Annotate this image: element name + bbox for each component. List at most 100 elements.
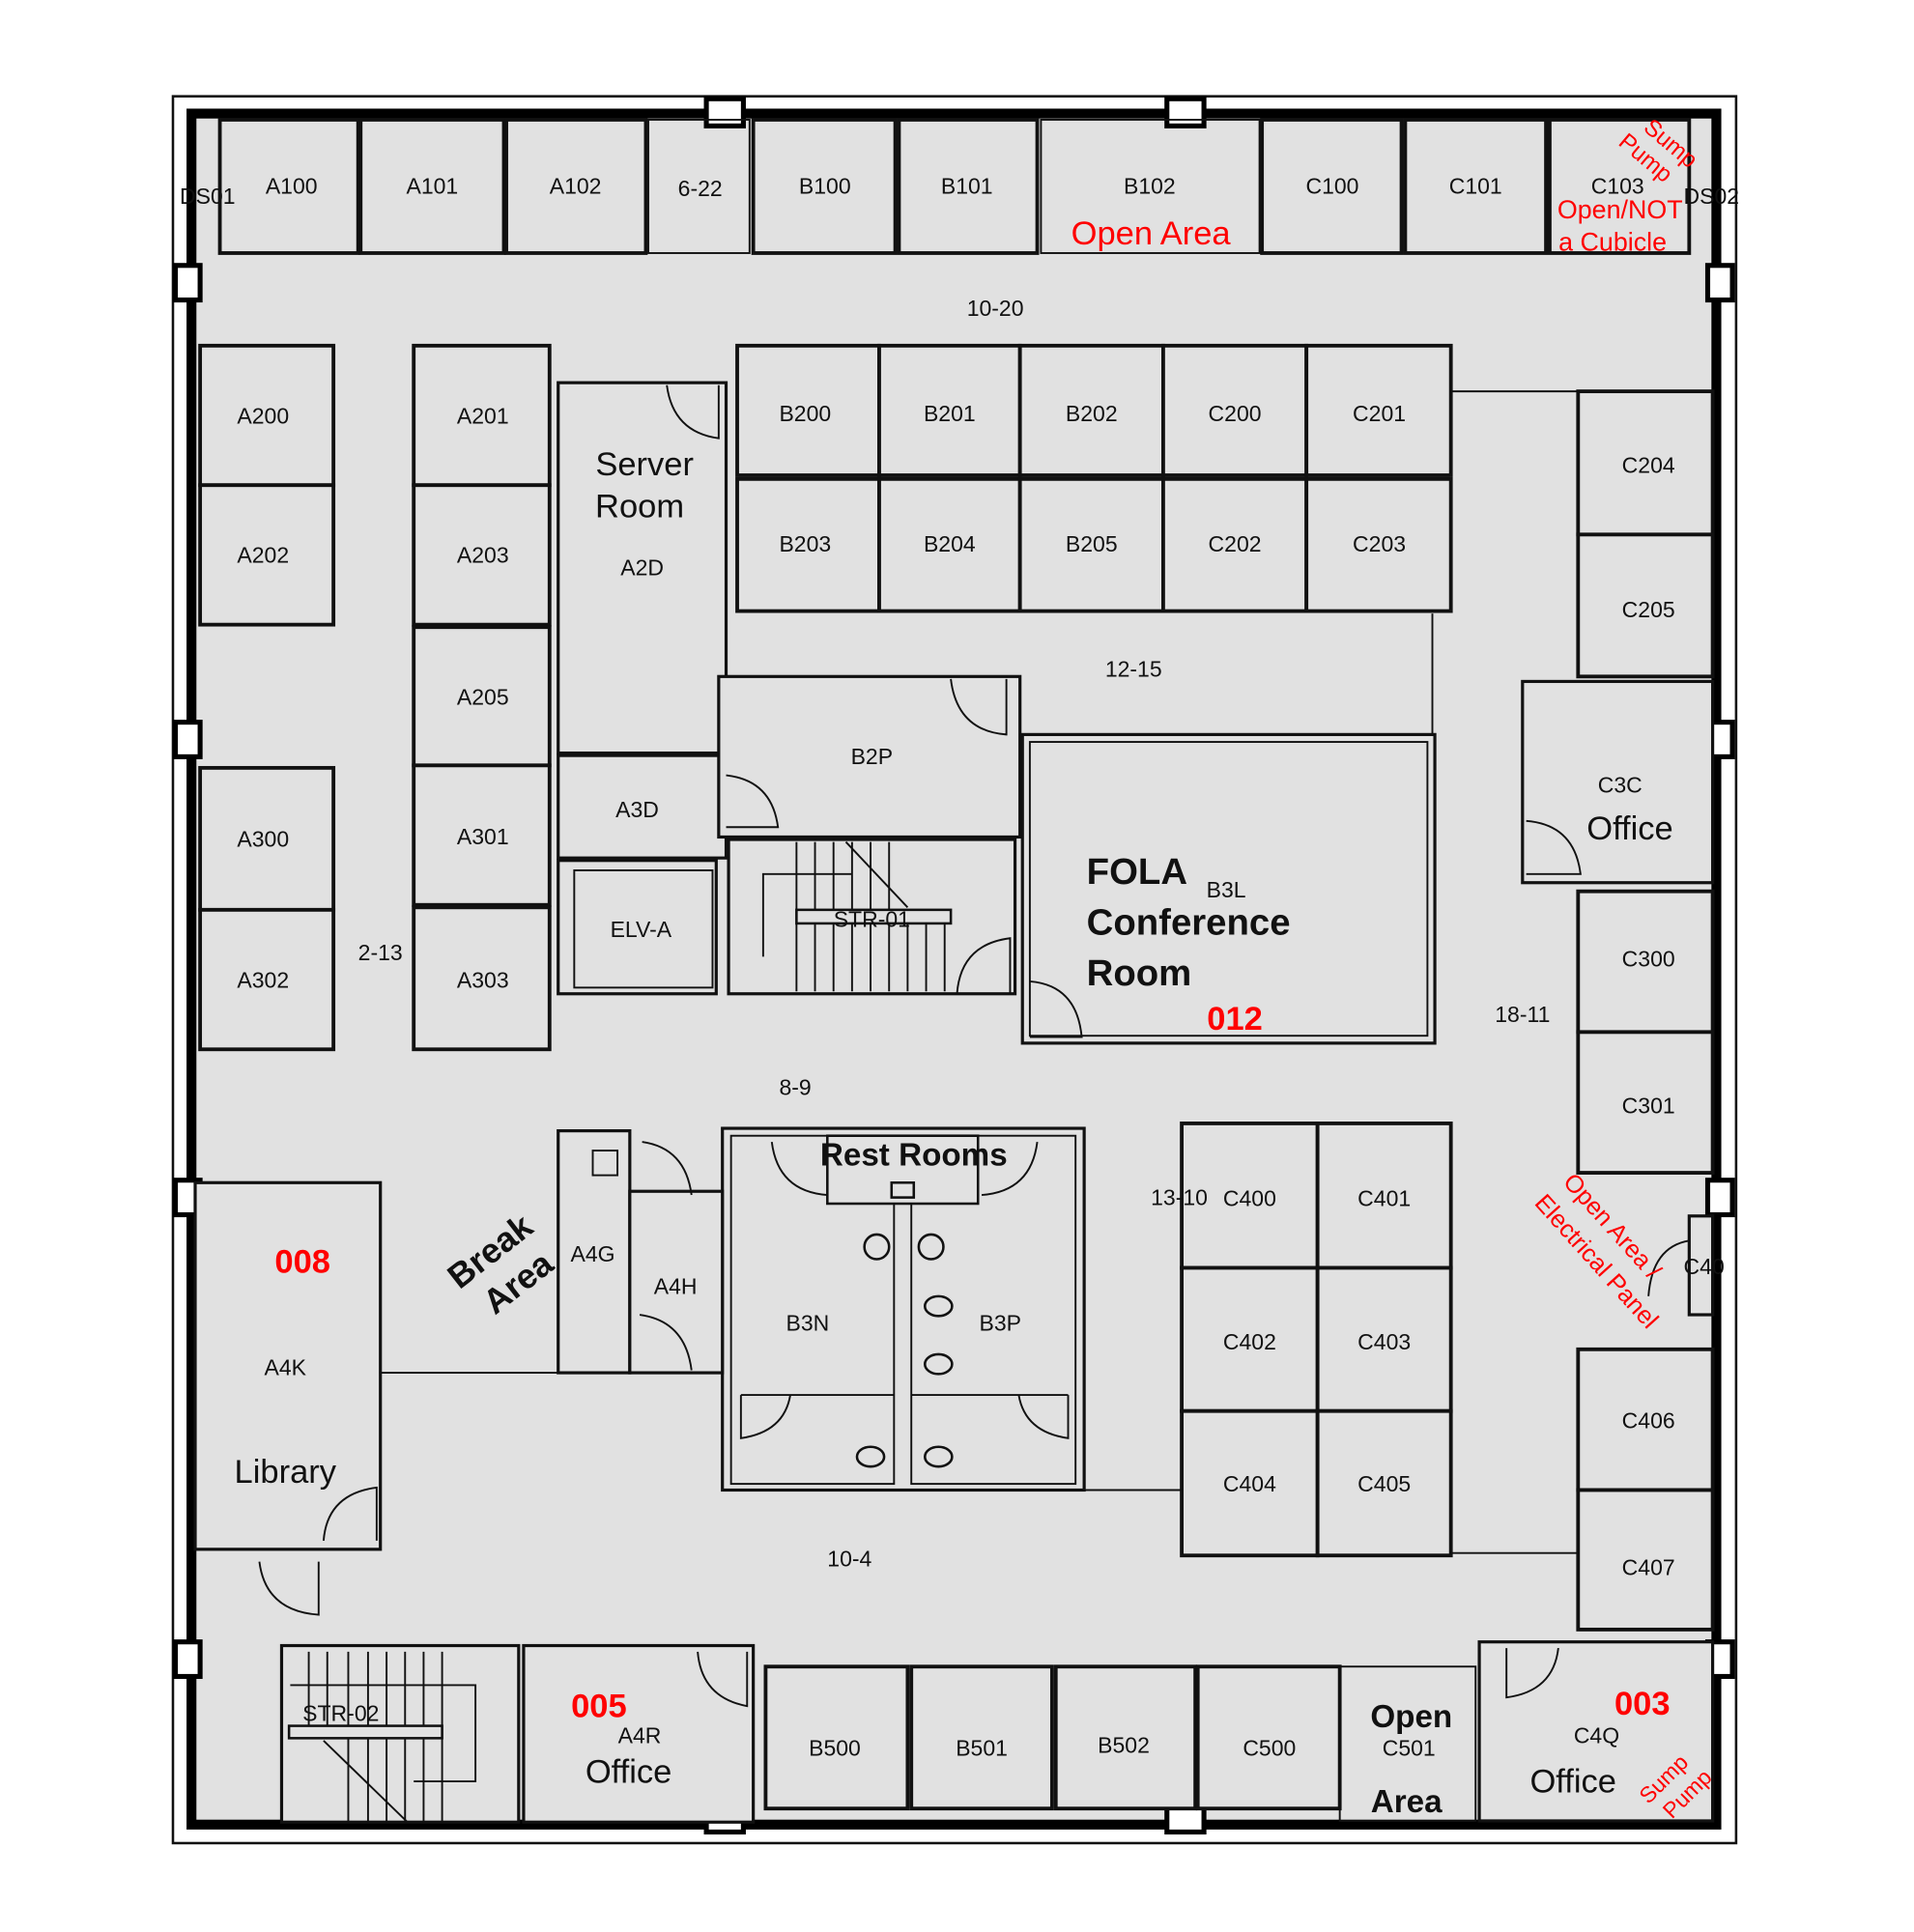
room-a301[interactable] — [412, 763, 552, 907]
label-server-line2: Room — [595, 488, 684, 525]
cube-c400[interactable] — [1180, 1122, 1320, 1270]
label-c501: C501 — [1383, 1735, 1436, 1760]
room-a4r-office[interactable] — [522, 1643, 756, 1824]
cube-c203[interactable] — [1304, 476, 1453, 613]
room-a102[interactable] — [504, 118, 648, 255]
stair-str-01[interactable] — [727, 838, 1017, 996]
room-b101[interactable] — [897, 118, 1040, 255]
label-005: 005 — [571, 1689, 627, 1725]
label-str-02: STR-02 — [302, 1700, 379, 1725]
room-a303[interactable] — [412, 905, 552, 1052]
cube-c402[interactable] — [1180, 1265, 1320, 1413]
left-rooms: A200 A202 A201 A203 A205 A301 A303 A300 … — [198, 343, 552, 1052]
room-a4h[interactable] — [628, 1189, 725, 1375]
room-c40[interactable] — [1687, 1214, 1715, 1317]
label-b501: B501 — [956, 1735, 1008, 1760]
label-b3l: B3L — [1207, 877, 1246, 902]
cube-b202[interactable] — [1017, 343, 1165, 477]
room-b501[interactable] — [909, 1664, 1054, 1811]
room-a302[interactable] — [198, 907, 336, 1052]
label-c402: C402 — [1223, 1329, 1276, 1354]
room-c3c[interactable] — [1521, 679, 1715, 885]
cube-c401[interactable] — [1315, 1122, 1453, 1270]
cube-b205[interactable] — [1017, 476, 1165, 613]
cube-c202[interactable] — [1161, 476, 1309, 613]
label-c500: C500 — [1243, 1735, 1296, 1760]
cube-b201[interactable] — [877, 343, 1022, 477]
label-a303: A303 — [457, 967, 509, 992]
label-c202: C202 — [1209, 531, 1262, 556]
room-b100[interactable] — [751, 118, 898, 255]
label-a4k: A4K — [265, 1355, 307, 1380]
toilet-icons — [855, 1181, 954, 1468]
label-6-22: 6-22 — [678, 176, 723, 201]
room-c100[interactable] — [1260, 118, 1404, 255]
label-b3n: B3N — [786, 1311, 829, 1336]
room-a100[interactable] — [217, 118, 360, 255]
room-a200[interactable] — [198, 343, 336, 488]
room-b502[interactable] — [1053, 1664, 1198, 1811]
room-a101[interactable] — [358, 118, 506, 255]
room-c103[interactable] — [1548, 118, 1692, 255]
cube-b203[interactable] — [735, 476, 881, 613]
room-c407[interactable] — [1576, 1488, 1715, 1632]
room-a203[interactable] — [412, 483, 552, 627]
label-c3c: C3C — [1598, 772, 1643, 797]
room-a3d[interactable] — [557, 753, 728, 860]
room-c4q-office[interactable] — [1477, 1640, 1715, 1823]
label-c400: C400 — [1223, 1186, 1276, 1211]
cube-b204[interactable] — [877, 476, 1022, 613]
center-cubicles: B200 B201 B202 C200 C201 B203 B204 B205 … — [735, 343, 1453, 613]
room-a300[interactable] — [198, 765, 336, 912]
label-str-01: STR-01 — [834, 907, 910, 932]
room-c501-open-area[interactable] — [1338, 1665, 1477, 1822]
room-b102[interactable] — [1040, 119, 1261, 254]
label-ds01: DS01 — [180, 184, 236, 209]
label-b102: B102 — [1124, 174, 1176, 199]
label-library: Library — [235, 1454, 337, 1491]
label-c406: C406 — [1622, 1408, 1675, 1434]
room-c301[interactable] — [1576, 1030, 1715, 1175]
room-c204[interactable] — [1576, 389, 1715, 537]
label-a101: A101 — [407, 174, 459, 199]
room-b500[interactable] — [763, 1664, 910, 1811]
label-c201: C201 — [1353, 401, 1406, 426]
room-b2p[interactable] — [717, 674, 1022, 839]
corridor-13-10: 13-10 — [1151, 1184, 1208, 1209]
room-server[interactable] — [557, 381, 728, 755]
elevator-car[interactable] — [573, 869, 714, 989]
room-c205[interactable] — [1576, 532, 1715, 679]
label-a301: A301 — [457, 824, 509, 849]
label-open: Open — [1370, 1699, 1452, 1735]
cube-c201[interactable] — [1304, 343, 1453, 477]
room-c500[interactable] — [1195, 1664, 1342, 1811]
label-c101: C101 — [1449, 174, 1502, 199]
label-server-line1: Server — [595, 446, 694, 483]
label-012: 012 — [1207, 1001, 1263, 1037]
room-a205[interactable] — [412, 625, 552, 768]
label-a102: A102 — [550, 174, 602, 199]
room-library[interactable] — [193, 1180, 383, 1551]
label-c405: C405 — [1357, 1471, 1411, 1496]
corridor-10-20: 10-20 — [967, 296, 1024, 321]
corridor-12-15: 12-15 — [1105, 656, 1162, 681]
label-a4r-office: Office — [586, 1753, 671, 1790]
label-c40: C40 — [1684, 1254, 1725, 1279]
cube-c200[interactable] — [1161, 343, 1309, 477]
label-b200: B200 — [779, 401, 831, 426]
label-b202: B202 — [1066, 401, 1118, 426]
label-c300: C300 — [1622, 947, 1675, 972]
cube-c405[interactable] — [1315, 1408, 1453, 1558]
label-c407: C407 — [1622, 1555, 1675, 1580]
top-row-rooms: A100 A101 A102 6-22 B100 B101 B102 C100 … — [180, 114, 1739, 256]
room-c300[interactable] — [1576, 889, 1715, 1035]
room-c101[interactable] — [1403, 118, 1549, 255]
corridor-18-11: 18-11 — [1495, 1002, 1550, 1027]
room-fola-conference[interactable] — [1020, 732, 1437, 1045]
note-c103-line1: Open/NOT — [1557, 195, 1683, 224]
room-6-22[interactable] — [647, 119, 751, 254]
room-a201[interactable] — [412, 343, 552, 488]
restroom-vestibule — [826, 1134, 980, 1206]
room-a202[interactable] — [198, 483, 336, 627]
